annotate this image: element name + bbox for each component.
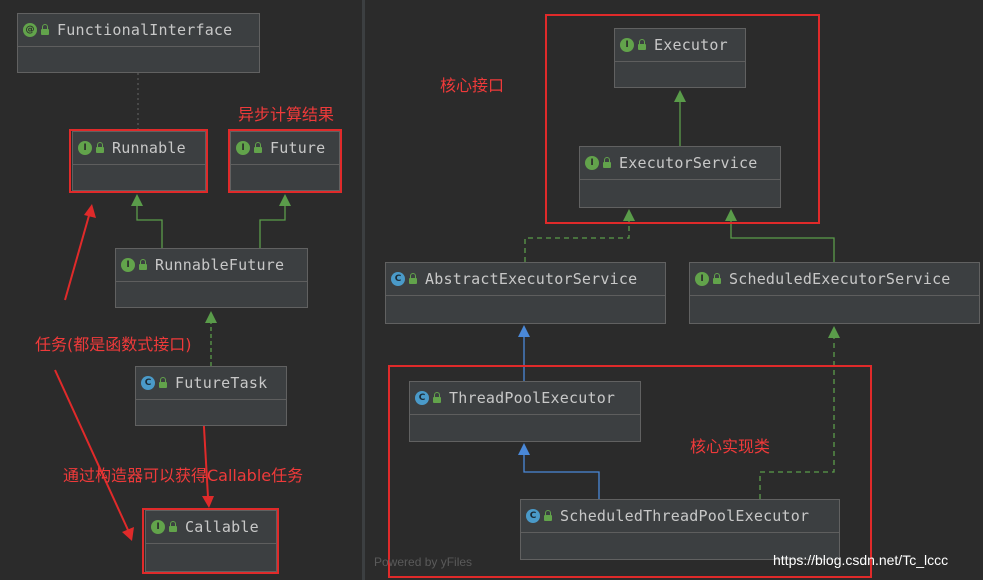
source-url-label: https://blog.csdn.net/Tc_lccc	[773, 552, 949, 568]
lock-icon	[409, 273, 417, 284]
interface-icon: I	[236, 141, 250, 155]
arrowhead-runnable	[131, 194, 143, 206]
lock-icon	[254, 142, 262, 153]
lock-icon	[169, 521, 177, 532]
edge-scheduledpool-threadpool	[523, 455, 600, 499]
powered-by-label: Powered by yFiles	[374, 555, 473, 569]
lock-icon	[603, 157, 611, 168]
node-scheduled-executor-service[interactable]: I ScheduledExecutorService	[689, 262, 980, 324]
node-name: AbstractExecutorService	[425, 270, 638, 288]
node-runnable-future[interactable]: I RunnableFuture	[115, 248, 308, 308]
highlight-callable	[142, 508, 279, 574]
edge-runnablefuture-future	[259, 205, 286, 248]
note-core-interfaces: 核心接口	[440, 76, 505, 95]
lock-icon	[96, 142, 104, 153]
node-name: ScheduledExecutorService	[729, 270, 951, 288]
edge-scheduledpool-scheduledservice	[759, 338, 835, 499]
edge-runnablefuture-runnable	[136, 205, 163, 248]
node-name: Runnable	[112, 139, 186, 157]
arrowhead-abstract	[518, 325, 530, 337]
note-async-result: 异步计算结果	[238, 105, 335, 124]
highlight-core-implementations	[388, 365, 872, 578]
interface-icon: I	[151, 520, 165, 534]
annotation-arrow-up	[64, 211, 91, 301]
lock-icon	[139, 259, 147, 270]
lock-icon	[41, 24, 49, 35]
highlight-runnable	[69, 129, 208, 193]
node-future-task[interactable]: C FutureTask	[135, 366, 287, 426]
node-abstract-executor-service[interactable]: C AbstractExecutorService	[385, 262, 666, 324]
node-name: Callable	[185, 518, 259, 536]
arrowhead-future	[279, 194, 291, 206]
arrowhead-executorservice-left	[623, 209, 635, 221]
interface-icon: I	[585, 156, 599, 170]
node-executor-service[interactable]: I ExecutorService	[579, 146, 781, 208]
node-name: FunctionalInterface	[57, 21, 233, 39]
node-functional-interface[interactable]: @ FunctionalInterface	[17, 13, 260, 73]
node-name: Executor	[654, 36, 728, 54]
lock-icon	[713, 273, 721, 284]
class-icon: C	[526, 509, 540, 523]
interface-icon: I	[695, 272, 709, 286]
node-runnable[interactable]: I Runnable	[72, 131, 206, 191]
lock-icon	[433, 392, 441, 403]
node-executor[interactable]: I Executor	[614, 28, 746, 88]
abstract-class-icon: C	[391, 272, 405, 286]
panel-divider[interactable]	[362, 0, 365, 580]
lock-icon	[159, 377, 167, 388]
highlight-future	[228, 129, 342, 193]
interface-icon: I	[78, 141, 92, 155]
edge-scheduledservice-executorservice	[730, 221, 835, 262]
note-callable: 通过构造器可以获得Callable任务	[63, 466, 304, 485]
annotation-arrowhead-up	[84, 204, 96, 218]
interface-icon: I	[620, 38, 634, 52]
annotation-arrowhead-down-left	[122, 527, 134, 541]
node-name: FutureTask	[175, 374, 268, 392]
node-thread-pool-executor[interactable]: C ThreadPoolExecutor	[409, 381, 641, 442]
interface-icon: I	[121, 258, 135, 272]
node-name: Future	[270, 139, 326, 157]
node-callable[interactable]: I Callable	[145, 510, 277, 572]
node-future[interactable]: I Future	[230, 131, 340, 191]
node-name: RunnableFuture	[155, 256, 285, 274]
class-icon: C	[141, 376, 155, 390]
node-name: ScheduledThreadPoolExecutor	[560, 507, 810, 525]
note-core-impl: 核心实现类	[690, 437, 771, 456]
lock-icon	[638, 39, 646, 50]
arrowhead-scheduledservice	[828, 326, 840, 338]
edge-abstract-executorservice	[524, 221, 630, 262]
arrowhead-executorservice-right	[725, 209, 737, 221]
annotation-arrow-down-left	[54, 369, 129, 531]
highlight-core-interfaces	[545, 14, 820, 224]
node-scheduled-thread-pool-executor[interactable]: C ScheduledThreadPoolExecutor	[520, 499, 840, 560]
arrowhead-runnablefuture	[205, 311, 217, 323]
lock-icon	[544, 510, 552, 521]
node-name: ThreadPoolExecutor	[449, 389, 616, 407]
annotation-icon: @	[23, 23, 37, 37]
arrowhead-executor	[674, 90, 686, 102]
annotation-arrowhead-futuretask	[202, 496, 214, 508]
note-tasks: 任务(都是函数式接口)	[35, 335, 192, 354]
class-icon: C	[415, 391, 429, 405]
arrowhead-threadpool	[518, 443, 530, 455]
node-name: ExecutorService	[619, 154, 758, 172]
